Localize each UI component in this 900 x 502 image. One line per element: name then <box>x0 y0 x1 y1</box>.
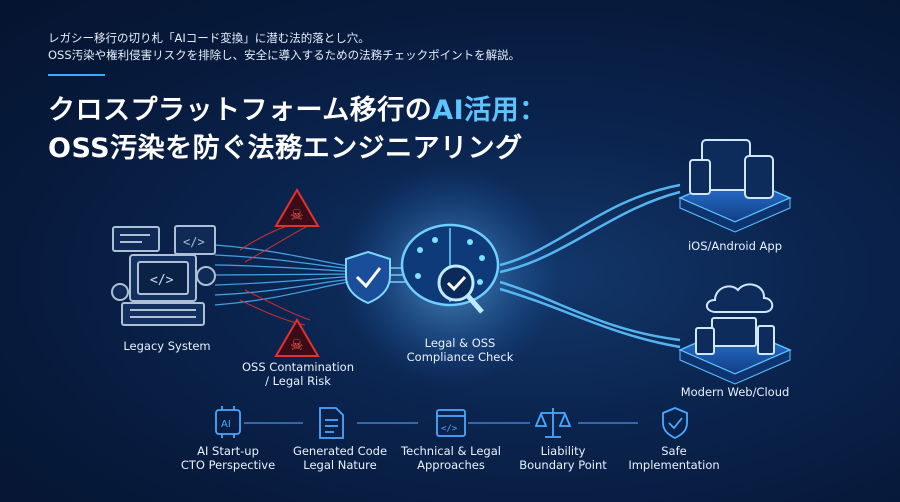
oss-risk-label-2: / Legal Risk <box>265 374 331 388</box>
shield-check-icon <box>345 250 391 305</box>
shield-step-icon <box>662 407 688 440</box>
document-icon <box>319 407 344 439</box>
code-window-icon: </> <box>436 409 466 437</box>
step-3-line-1: Technical & Legal <box>401 444 501 458</box>
page-title: クロスプラットフォーム移行のAI活用： OSS汚染を防ぐ法務エンジニアリング <box>48 92 547 168</box>
ai-chip-icon: AI <box>215 406 241 438</box>
svg-text:</>: </> <box>441 424 458 434</box>
title-line-1-accent: AI活用： <box>432 95 547 126</box>
step-2-line-1: Generated Code <box>292 444 388 458</box>
svg-text:☠: ☠ <box>290 206 303 224</box>
title-line-1-main: クロスプラットフォーム移行の <box>48 95 433 126</box>
step-1-line-2: CTO Perspective <box>180 458 276 472</box>
svg-text:</>: </> <box>150 273 174 288</box>
cloud-label: Modern Web/Cloud <box>680 385 790 399</box>
step-2-label: Generated Code Legal Nature <box>275 444 405 472</box>
mobile-label: iOS/Android App <box>687 239 782 253</box>
step-4-line-1: Liability <box>540 444 586 458</box>
title-line-2: OSS汚染を防ぐ法務エンジニアリング <box>48 133 523 164</box>
oss-risk-label-1: OSS Contamination <box>242 360 354 374</box>
step-2-line-2: Legal Nature <box>303 458 377 472</box>
cloud-devices-icon <box>678 283 792 385</box>
accent-rule <box>48 74 105 76</box>
svg-text:</>: </> <box>183 235 205 249</box>
step-1-label: AI Start-up CTO Perspective <box>163 444 293 472</box>
step-3-label: Technical & Legal Approaches <box>386 444 516 472</box>
step-1-line-1: AI Start-up <box>197 444 259 458</box>
scales-icon <box>534 408 572 438</box>
step-3-line-2: Approaches <box>417 458 485 472</box>
output-flow-lines <box>499 183 681 349</box>
subtitle-line-2: OSS汚染や権利侵害リスクを排除し、安全に導入するための法務チェックポイントを解… <box>48 48 521 62</box>
step-5-label: Safe Implementation <box>609 444 739 472</box>
legacy-computer-icon: </> </> <box>111 225 216 326</box>
svg-text:AI: AI <box>221 419 231 430</box>
compliance-label: Legal & OSS Compliance Check <box>400 336 520 364</box>
mobile-devices-icon <box>678 139 792 233</box>
input-flow-lines <box>214 244 361 306</box>
compliance-label-2: Compliance Check <box>406 350 514 364</box>
subtitle-line-1: レガシー移行の切り札「AIコード変換」に潜む法的落とし穴。 <box>48 31 370 45</box>
legacy-label: Legacy System <box>123 339 211 353</box>
step-5-line-2: Implementation <box>628 458 720 472</box>
step-4-line-2: Boundary Point <box>519 458 607 472</box>
risk-flow-lines <box>239 219 311 326</box>
warning-bottom-icon: ☠ <box>274 318 320 357</box>
oss-risk-label: OSS Contamination / Legal Risk <box>236 360 360 388</box>
step-5-line-1: Safe <box>661 444 687 458</box>
brain-magnifier-icon <box>400 223 500 314</box>
step-4-label: Liability Boundary Point <box>498 444 628 472</box>
warning-top-icon: ☠ <box>274 188 320 227</box>
compliance-label-1: Legal & OSS <box>424 336 496 350</box>
subtitle: レガシー移行の切り札「AIコード変換」に潜む法的落とし穴。 OSS汚染や権利侵害… <box>48 30 520 64</box>
svg-text:☠: ☠ <box>290 336 303 354</box>
